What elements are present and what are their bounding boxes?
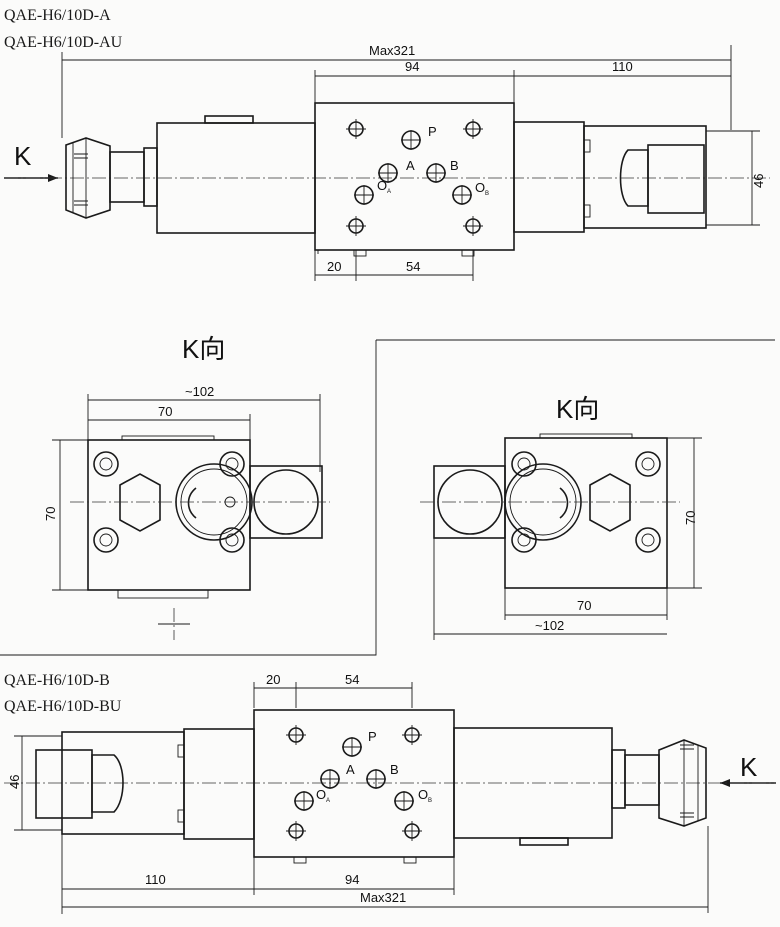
k-view-right-body [420, 433, 680, 589]
dim-20-top-label: 20 [327, 259, 341, 274]
actuator-body-top [156, 115, 316, 234]
bottom-model-title-2: QAE-H6/10D-BU [4, 698, 122, 715]
dim-max321-bottom-label: Max321 [360, 890, 406, 905]
port-ob-sub-top: B [485, 191, 489, 197]
top-model-title-2: QAE-H6/10D-AU [4, 34, 123, 51]
port-ob-sub-bottom: B [428, 798, 432, 804]
dim-70-left-v-label: 70 [43, 507, 58, 521]
dim-102-right: 70 ~102 [433, 538, 668, 640]
dim-70-left-vertical: 70 [43, 439, 90, 591]
dim-102-left: ~102 70 [87, 384, 321, 472]
dim-94-top-label: 94 [405, 59, 419, 74]
actuator-body-bottom [453, 727, 707, 846]
dim-70-right-v-label: 70 [683, 511, 698, 525]
dim-46-bottom-label: 46 [7, 775, 22, 789]
port-p-bottom: P [368, 729, 377, 744]
port-oa-sub-bottom: A [326, 798, 330, 804]
dim-max321-top: Max321 [61, 43, 732, 138]
port-oa-bottom: O [316, 787, 326, 802]
dim-110-bottom-label: 110 [145, 872, 166, 887]
dim-102-left-label: ~102 [185, 384, 214, 399]
bottom-model-title-1: QAE-H6/10D-B [4, 672, 110, 689]
port-oa-top: O [377, 178, 387, 193]
dim-max321-top-label: Max321 [369, 43, 415, 58]
k-arrow-label-top: K [14, 141, 32, 171]
dim-70-right-label: 70 [577, 598, 591, 613]
port-ob-bottom: O [418, 787, 428, 802]
dim-max321-bottom: Max321 [62, 826, 709, 913]
port-p-top: P [428, 124, 437, 139]
top-model-title-1: QAE-H6/10D-A [4, 7, 111, 24]
port-a-top: A [406, 158, 415, 173]
k-arrow-label-bottom: K [740, 752, 758, 782]
k-view-right-label: K向 [556, 394, 599, 424]
port-b-top: B [450, 158, 459, 173]
dim-70-right-vertical: 70 [667, 437, 702, 589]
dim-102-right-label: ~102 [535, 618, 564, 633]
dim-110-top-label: 110 [612, 59, 633, 74]
dim-20-54-top: 20 54 [314, 250, 474, 281]
manual-knob-top [65, 137, 158, 219]
port-holes-top [346, 119, 483, 236]
dim-94-bottom-label: 94 [345, 872, 359, 887]
port-holes-bottom [286, 725, 422, 841]
coil-body-top: 46 [513, 121, 766, 233]
dim-46-top-label: 46 [751, 174, 766, 188]
dim-70-left-label: 70 [158, 404, 172, 419]
k-view-left-label: K向 [182, 334, 225, 364]
dim-54-bottom-label: 54 [345, 672, 359, 687]
port-b-bottom: B [390, 762, 399, 777]
dim-110-94-bottom: 110 94 [61, 834, 455, 914]
section-divider [0, 339, 775, 656]
dim-94-110-top: 94 110 [314, 59, 731, 104]
dim-20-bottom-label: 20 [266, 672, 280, 687]
port-a-bottom: A [346, 762, 355, 777]
port-oa-sub-top: A [387, 189, 391, 195]
k-view-left-body [70, 435, 330, 640]
dim-54-top-label: 54 [406, 259, 420, 274]
coil-body-bottom: 46 [7, 728, 255, 840]
dim-20-54-bottom: 20 54 [253, 672, 413, 708]
port-ob-top: O [475, 180, 485, 195]
